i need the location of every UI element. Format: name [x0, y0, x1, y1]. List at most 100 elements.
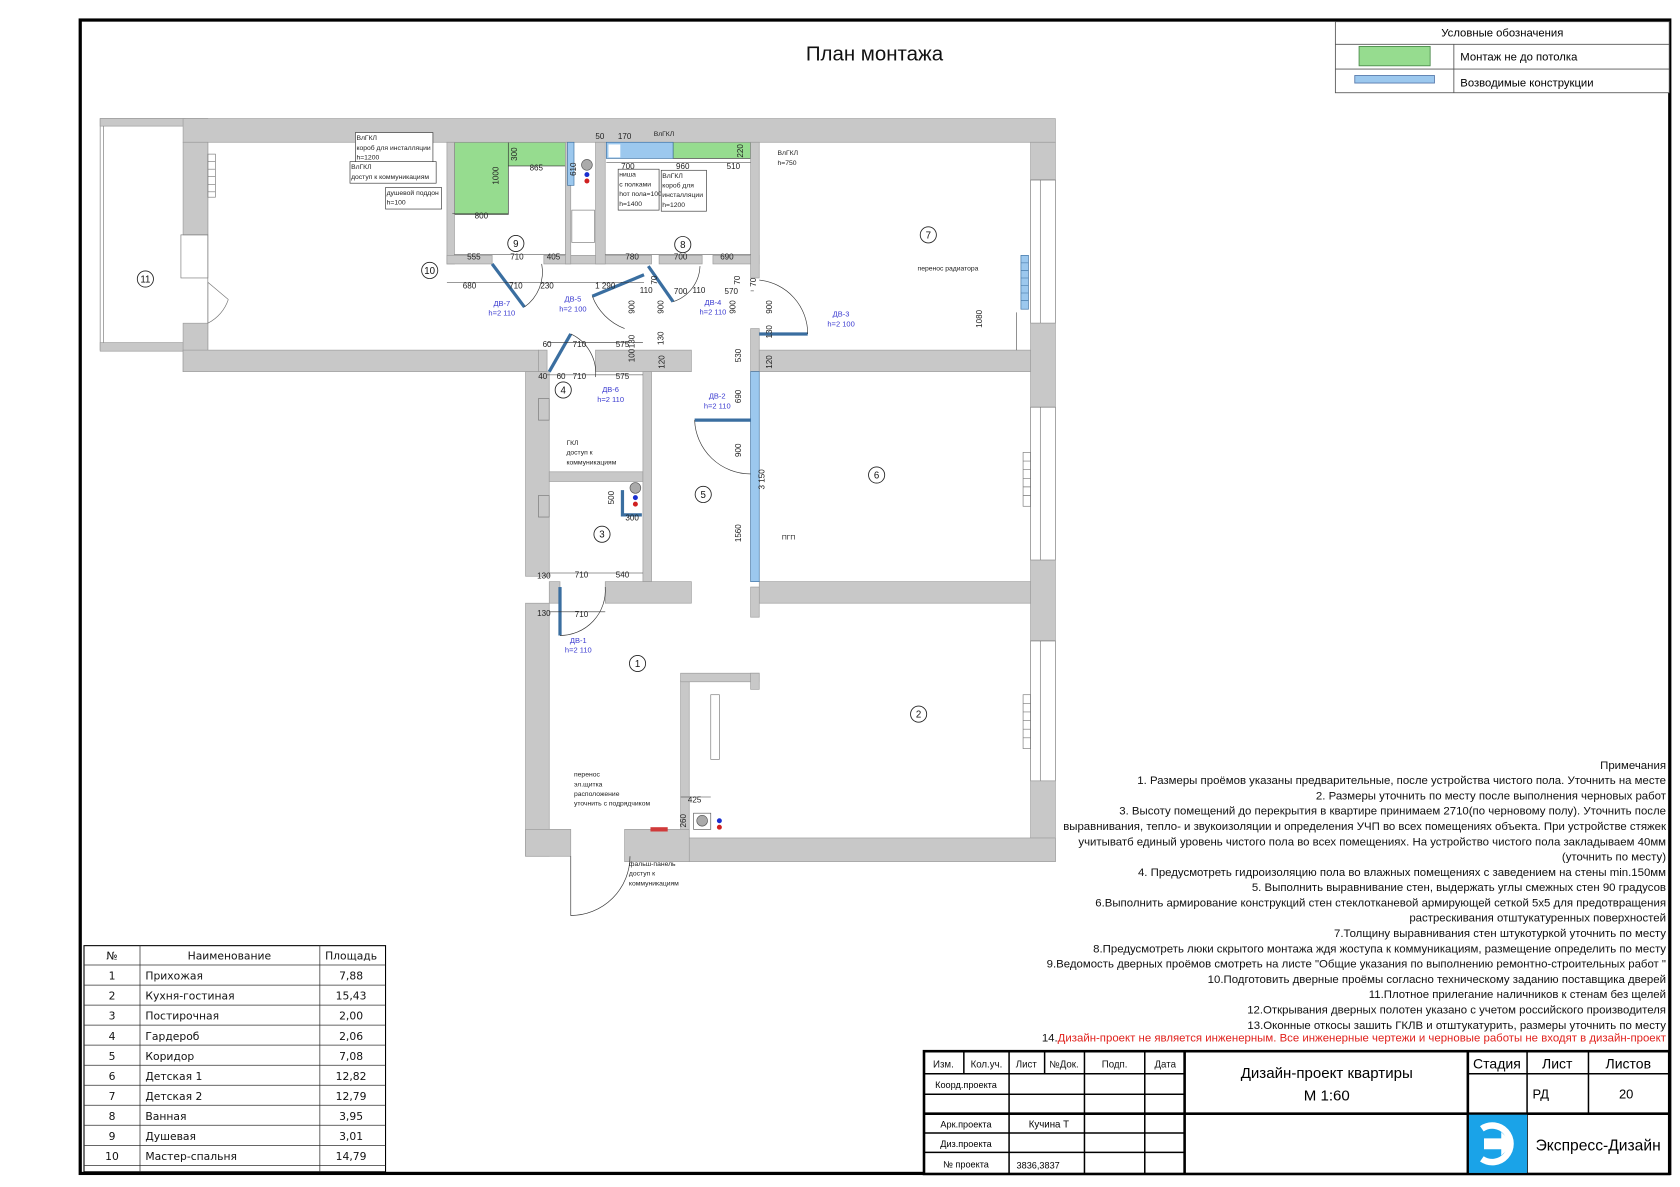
note-line: растрескивания отштукатуренных поверхнос… [1409, 913, 1666, 925]
annotation-text: душевой поддон [387, 189, 439, 197]
room-marker-circle [868, 466, 886, 484]
tb-company: Экспресс-Дизайн [1536, 1137, 1661, 1154]
legend-swatch-blue [1354, 75, 1435, 84]
room-number-2: 2 [916, 710, 921, 721]
table-cell-no: 9 [109, 1130, 116, 1143]
dimension-label: 710 [575, 570, 589, 579]
dimension-label: 610 [569, 162, 578, 176]
annotation-text: ВлГКЛ [351, 164, 372, 171]
room-marker-circle [674, 236, 692, 254]
dimension-label: 130 [765, 325, 774, 339]
dimension-label: 900 [765, 300, 774, 314]
tb-header-izm: Изм. [933, 1059, 954, 1070]
door-id-label: ДВ-5 [565, 295, 582, 304]
table-cell-area: 3,01 [339, 1130, 363, 1143]
dimension-label: 110 [640, 286, 653, 295]
note-line: 9.Ведомость дверных проёмов смотреть на … [1047, 959, 1666, 971]
annotation-text: фальш-панель [629, 861, 676, 868]
dimension-label: 220 [736, 144, 745, 158]
table-cell-no: 5 [109, 1050, 116, 1063]
door-height-label: h=2 110 [597, 395, 624, 404]
table-cell-no: 1 [109, 970, 116, 983]
tb-arch-label: Арк.проекта [940, 1120, 992, 1130]
annotation-text: короб для инсталляции [356, 144, 430, 152]
table-cell-no: 7 [109, 1090, 116, 1103]
dimension-label: 110 [692, 286, 705, 295]
access-panel [620, 490, 642, 517]
dimension-label: 700 [621, 162, 635, 171]
dimension-label: 540 [616, 570, 630, 579]
annotation-text: ВлГКЛ [356, 135, 377, 142]
table-cell-no: 3 [109, 1010, 116, 1023]
dimension-label: 70 [733, 275, 742, 284]
dimension-label: 900 [656, 300, 665, 314]
dimension-label: 700 [674, 253, 688, 262]
room-marker-circle [919, 226, 937, 244]
tb-header-date: Дата [1155, 1059, 1177, 1070]
room-number-5: 5 [701, 490, 706, 501]
legend-label-blue: Возводимые конструкции [1460, 77, 1593, 89]
annotation-text: h=1200 [662, 202, 685, 209]
sheet-frame [78, 18, 1672, 1176]
room-number-6: 6 [874, 470, 879, 481]
legend-label-green: Монтаж не до потолка [1460, 51, 1578, 63]
annotation-text: перенос [574, 772, 600, 779]
table-header-no: № [106, 950, 117, 963]
door-height-label: h=2 110 [565, 646, 592, 655]
dimension-label: 70 [650, 275, 659, 284]
dimension-label: 230 [540, 282, 554, 291]
room-number-1: 1 [635, 659, 640, 670]
annotation-text: hот пола=1000 [619, 191, 666, 198]
note-line: (уточнить по месту) [1562, 852, 1666, 864]
title-block: Изм. Кол.уч. Лист №Док. Подп. Дата Коорд… [922, 1049, 1671, 1176]
dimension-label: 130 [537, 571, 551, 580]
table-cell-name: Ванная [145, 1110, 186, 1123]
note-line: 1. Размеры проёмов указаны предварительн… [1137, 775, 1666, 787]
annotation-box [385, 187, 442, 210]
tb-sheets-label: Листов [1606, 1055, 1652, 1071]
radiator-icon [1022, 694, 1031, 749]
table-cell-no: 2 [109, 990, 116, 1003]
note-line: 10.Подготовить дверные проёмы согласно т… [1208, 974, 1666, 986]
door-height-label: h=2 100 [559, 304, 586, 313]
dimension-label: 50 [595, 132, 604, 141]
dimension-label: 575 [616, 372, 630, 381]
table-cell-name: Мастер-спальня [145, 1150, 237, 1163]
note-14-warning: Дизайн-проект не является инженерным. Вс… [1058, 1033, 1667, 1045]
dimension-label: 1000 [492, 166, 501, 184]
tb-project-no-value: 3836,3837 [1017, 1161, 1060, 1171]
table-cell-name: Прихожая [145, 970, 203, 983]
dimension-label: 300 [510, 147, 519, 161]
annotation-text: доступ к [629, 871, 655, 878]
note-line: учитыватб единый уровень чистого пола во… [1078, 836, 1666, 848]
table-header-area: Площадь [325, 950, 377, 963]
dimension-label: 780 [625, 253, 639, 262]
room-number-9: 9 [513, 239, 518, 250]
dimension-label: 170 [618, 132, 632, 141]
annotation-text: ВлГКЛ [654, 131, 675, 138]
table-cell-name: Постирочная [145, 1010, 219, 1023]
dimension-label: 1 290 [595, 282, 616, 291]
dimension-label: 130 [656, 331, 665, 345]
dimension-label: 60 [543, 340, 552, 349]
dimension-label: 690 [720, 253, 734, 262]
door-leaves [490, 262, 809, 916]
page-title: План монтажа [806, 42, 944, 65]
annotation-box [617, 168, 660, 211]
notes: Примечания 1. Размеры проёмов указаны пр… [1047, 760, 1667, 1032]
door-id-label: ДВ-2 [709, 392, 726, 401]
dimension-label: 690 [734, 389, 743, 403]
annotation-text: эл.щитка [574, 781, 603, 788]
legend-title: Условные обозначения [1441, 28, 1563, 40]
dimension-label: 530 [734, 348, 743, 362]
note-line: 13.Оконные откосы зашить ГКЛВ и отштукат… [1247, 1020, 1666, 1032]
door-id-label: ДВ-1 [570, 636, 587, 645]
room-marker-circle [554, 381, 572, 399]
dimension-label: 710 [573, 340, 587, 349]
dimension-label: 900 [627, 300, 636, 314]
dimension-label: 700 [674, 287, 688, 296]
tb-sheet-label: Лист [1542, 1055, 1573, 1071]
tb-arch-value: Кучина Т [1029, 1120, 1069, 1131]
